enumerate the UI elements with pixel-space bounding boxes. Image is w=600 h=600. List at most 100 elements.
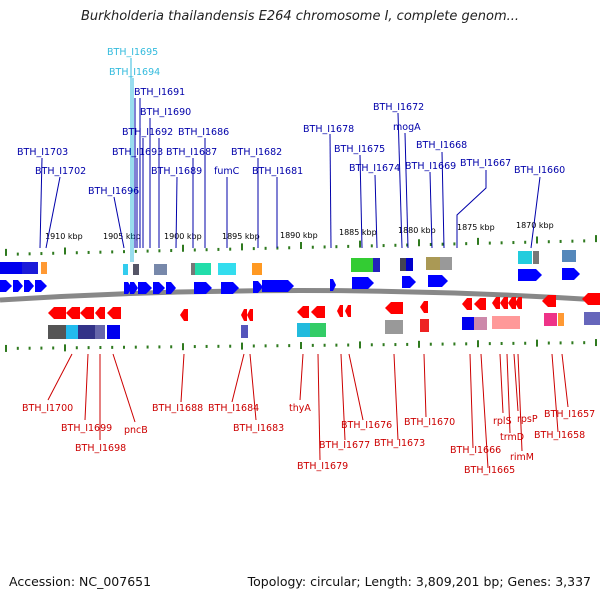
forward-gene-arrow (262, 280, 294, 292)
gene-label[interactable]: BTH_I1691 (134, 87, 185, 98)
ruler-tick (64, 344, 66, 352)
gene-label[interactable]: BTH_I1692 (122, 127, 173, 138)
reverse-gene-arrow (66, 307, 80, 319)
bottom-leader-lines (47, 353, 569, 469)
gene-label[interactable]: pncB (124, 425, 148, 436)
feature-box (518, 251, 532, 264)
gene-label[interactable]: BTH_I1694 (109, 67, 160, 78)
ruler-tick (229, 247, 232, 251)
gene-label[interactable]: BTH_I1698 (75, 443, 126, 454)
gene-label[interactable]: thyA (289, 403, 311, 414)
ruler-tick (323, 343, 326, 347)
ruler-label: 1900 kbp (164, 232, 202, 241)
gene-label[interactable]: BTH_I1682 (231, 147, 282, 158)
feature-box (310, 323, 326, 337)
reverse-gene-arrow (241, 309, 247, 321)
gene-label[interactable]: BTH_I1684 (208, 403, 259, 414)
reverse-gene-arrow (582, 293, 600, 305)
ruler-tick (252, 247, 255, 251)
gene-label[interactable]: mogA (393, 122, 421, 133)
gene-label[interactable]: BTH_I1693 (112, 147, 163, 158)
ruler-label: 1910 kbp (45, 232, 83, 241)
gene-label[interactable]: BTH_I1689 (151, 166, 202, 177)
feature-box (351, 258, 373, 272)
gene-label[interactable]: BTH_I1700 (22, 403, 73, 414)
ruler-tick (347, 244, 350, 248)
gene-label[interactable]: BTH_I1699 (61, 423, 112, 434)
gene-label[interactable]: rimM (510, 452, 534, 463)
gene-label[interactable]: BTH_I1678 (303, 124, 354, 135)
gene-label[interactable]: BTH_I1688 (152, 403, 203, 414)
gene-label[interactable]: BTH_I1702 (35, 166, 86, 177)
gene-label[interactable]: BTH_I1668 (416, 140, 467, 151)
gene-label[interactable]: rplS (493, 416, 512, 427)
ruler-tick (394, 243, 397, 247)
gene-label[interactable]: BTH_I1660 (514, 165, 565, 176)
reverse-gene-arrow (515, 297, 522, 309)
gene-label[interactable]: BTH_I1686 (178, 127, 229, 138)
gene-label[interactable]: BTH_I1674 (349, 163, 400, 174)
forward-gene-arrow (0, 280, 12, 292)
ruler-tick (241, 342, 243, 350)
ruler-tick (418, 239, 420, 247)
gene-label[interactable]: rpsP (517, 414, 538, 425)
top-labels: BTH_I1695 BTH_I1694 BTH_I1691 BTH_I1690 … (17, 47, 565, 197)
reverse-feature-boxes (48, 312, 600, 339)
forward-gene-arrow (166, 282, 176, 294)
gene-label[interactable]: BTH_I1676 (341, 420, 392, 431)
map-title: Burkholderia thailandensis E264 chromoso… (80, 9, 520, 24)
ruler-tick (146, 249, 149, 253)
ruler-tick (559, 341, 562, 345)
feature-box (41, 262, 47, 274)
gene-label[interactable]: BTH_I1690 (140, 107, 191, 118)
feature-box (426, 257, 440, 270)
ruler-tick (205, 248, 208, 252)
gene-label[interactable]: BTH_I1679 (297, 461, 348, 472)
ruler-label: 1890 kbp (280, 231, 318, 240)
gene-label[interactable]: BTH_I1670 (404, 417, 455, 428)
ruler-tick (512, 341, 515, 345)
ruler-tick (406, 342, 409, 346)
gene-label[interactable]: BTH_I1687 (166, 147, 217, 158)
ruler-tick (75, 346, 78, 350)
gene-label[interactable]: BTH_I1672 (373, 102, 424, 113)
gene-label[interactable]: trmD (500, 432, 524, 443)
ruler-tick (158, 345, 161, 349)
gene-label[interactable]: BTH_I1677 (319, 440, 370, 451)
gene-label[interactable]: BTH_I1681 (252, 166, 303, 177)
gene-label[interactable]: BTH_I1673 (374, 438, 425, 449)
ruler-tick (28, 346, 31, 350)
gene-label[interactable]: BTH_I1703 (17, 147, 68, 158)
forward-gene-arrow (194, 282, 212, 294)
gene-label[interactable]: fumC (214, 166, 240, 177)
gene-label[interactable]: BTH_I1658 (534, 430, 585, 441)
forward-gene-arrow (352, 277, 374, 289)
feature-box (66, 325, 78, 339)
ruler-tick (99, 250, 102, 254)
ruler-tick (16, 252, 19, 256)
ruler-tick (394, 343, 397, 347)
reverse-gene-arrow (542, 295, 556, 307)
gene-label[interactable]: BTH_I1675 (334, 144, 385, 155)
gene-label[interactable]: BTH_I1667 (460, 158, 511, 169)
ruler-tick (134, 345, 137, 349)
gene-label[interactable]: BTH_I1657 (544, 409, 595, 420)
feature-box (48, 325, 66, 339)
ruler-tick (99, 346, 102, 350)
gene-label[interactable]: BTH_I1669 (405, 161, 456, 172)
ruler-tick (64, 247, 66, 255)
gene-label[interactable]: BTH_I1696 (88, 186, 139, 197)
gene-label[interactable]: BTH_I1666 (450, 445, 501, 456)
gene-label[interactable]: BTH_I1665 (464, 465, 515, 476)
gene-label[interactable]: BTH_I1695 (107, 47, 158, 58)
ruler-tick (300, 242, 302, 249)
ruler-tick (40, 252, 43, 256)
ruler-tick (512, 241, 515, 245)
ruler-label: 1880 kbp (398, 226, 436, 235)
genome-summary: Topology: circular; Length: 3,809,201 bp… (247, 574, 591, 589)
gene-label[interactable]: BTH_I1683 (233, 423, 284, 434)
reverse-gene-arrow (337, 305, 343, 317)
forward-gene-arrow (253, 281, 263, 293)
ruler-tick (429, 342, 432, 346)
ruler-tick (40, 346, 43, 350)
